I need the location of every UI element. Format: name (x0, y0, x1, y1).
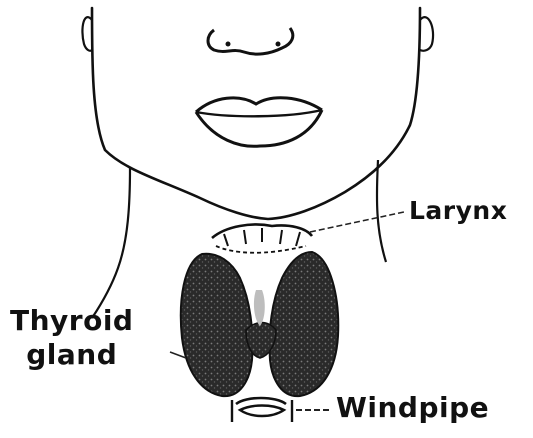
windpipe-ring (240, 406, 284, 417)
right-ear (420, 17, 433, 51)
larynx-lower (216, 246, 306, 253)
nose (208, 28, 293, 54)
face-outline (92, 8, 420, 219)
mouth-line (196, 110, 322, 116)
thyroid-gland-label: Thyroid gland (10, 304, 133, 371)
upper-lip (196, 98, 322, 112)
left-ear (82, 17, 92, 51)
thyroid-right-lobe (270, 252, 339, 396)
larynx-pointer (310, 212, 404, 232)
neck-left (92, 168, 130, 318)
thyroid-left-lobe (181, 254, 253, 396)
thyroid-label-line1: Thyroid (10, 304, 133, 338)
larynx-label: Larynx (409, 198, 507, 223)
thyroid-center-highlight (254, 290, 265, 326)
right-nostril (276, 42, 281, 47)
thyroid-pointer (170, 352, 186, 358)
windpipe-top (236, 398, 286, 404)
larynx-detail (224, 228, 300, 246)
neck-right (377, 160, 386, 262)
left-nostril (226, 42, 231, 47)
windpipe-label: Windpipe (336, 394, 489, 422)
thyroid-label-line2: gland (10, 338, 133, 372)
